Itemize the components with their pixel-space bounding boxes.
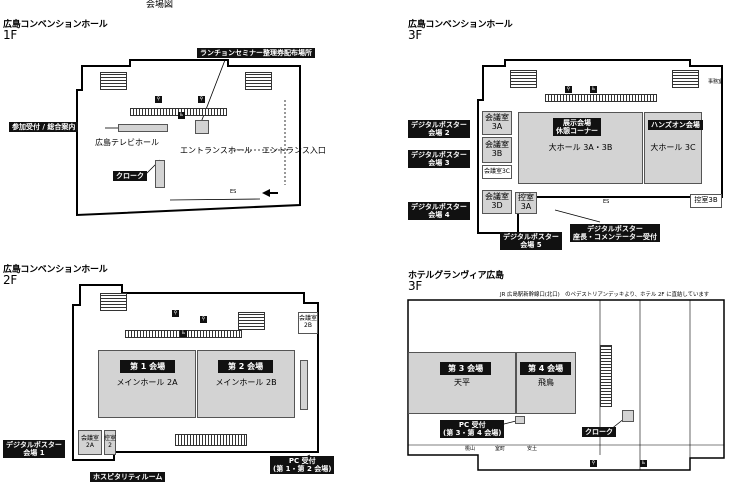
- restroom-icon: ⚲: [565, 86, 572, 93]
- restroom-icon: ⚲: [155, 96, 162, 103]
- room-azuchi: 安土: [527, 446, 538, 452]
- room-2b: 会議室 2B: [298, 312, 318, 334]
- poster-venue-1-callout: デジタルポスター 会場 1: [3, 440, 65, 459]
- poster-venue-2-callout: デジタルポスター 会場 2: [408, 120, 470, 139]
- waiting-room-2: 控室 2: [104, 430, 116, 455]
- chair-reception-callout: デジタルポスター 座長・コメンテーター受付: [570, 224, 660, 243]
- waiting-room-3a: 控室 3A: [515, 192, 537, 214]
- cloak-counter-granvia: [622, 410, 634, 422]
- pc-reception-callout-granvia: PC 受付 (第 3・第 4 会場): [440, 420, 505, 439]
- poster-venue-3-callout: デジタルポスター 会場 3: [408, 150, 470, 169]
- waiting-room-3b: 控室3B: [690, 194, 722, 208]
- stair-1f-a: [100, 72, 127, 90]
- handson-callout: ハンズオン会場: [648, 120, 703, 131]
- page-title: 会場図: [146, 0, 174, 10]
- room-3a: 会議室 3A: [482, 111, 512, 135]
- stair-3f-b: [672, 70, 699, 88]
- room-3b: 会議室 3B: [482, 137, 512, 163]
- entrance-label: エントランス入口: [262, 146, 326, 155]
- pc-reception-callout-2f: PC 受付 (第 1・第 2 会場): [270, 456, 335, 475]
- venue-4-callout: 第 4 会場: [520, 362, 572, 376]
- room-3c: 会議室3C: [482, 165, 512, 179]
- restroom-icon: ⚲: [590, 460, 597, 467]
- escalator-icon: ES: [230, 189, 237, 195]
- office-label: 事務室: [708, 79, 724, 85]
- restroom-icon: ⚲: [172, 310, 179, 317]
- tv-hall-label: 広島テレビホール: [95, 138, 159, 147]
- stair-granvia: [600, 345, 612, 407]
- entrance-hall-label: エントランスホール: [180, 146, 252, 155]
- luncheon-callout: ランチョンセミナー整理券配布場所: [197, 48, 315, 59]
- stair-2f-a: [100, 293, 127, 311]
- reception-desk: [118, 124, 168, 132]
- room-momoyama: 桃山: [465, 446, 476, 452]
- escalator-icon: ES: [603, 199, 610, 205]
- luncheon-desk: [195, 120, 209, 134]
- wall-3f: [545, 94, 657, 102]
- stair-2f-b: [238, 312, 265, 330]
- stair-1f-b: [245, 72, 272, 90]
- restroom-icon: ⚲: [198, 96, 205, 103]
- restroom-icon: ⚲: [200, 316, 207, 323]
- pc-counter-2f: [300, 360, 308, 410]
- cloak-callout-1f: クローク: [113, 171, 147, 182]
- room-3d: 会議室 3D: [482, 190, 512, 214]
- reception-callout: 参加受付 / 総合案内: [9, 122, 79, 133]
- venue-1-callout: 第 1 会場: [120, 360, 176, 374]
- poster-venue-4-callout: デジタルポスター 会場 4: [408, 202, 470, 221]
- floor-label-3f: 3F: [408, 28, 422, 42]
- cloak-callout-granvia: クローク: [582, 427, 616, 438]
- accessibility-icon: ♿: [590, 86, 597, 93]
- venue-2-callout: 第 2 会場: [218, 360, 274, 374]
- room-2a: 会議室 2A: [78, 430, 102, 455]
- venue-title-granvia: ホテルグランヴィア広島: [408, 271, 504, 281]
- venue-title-2f: 広島コンベンションホール: [3, 265, 108, 275]
- exhibit-callout: 展示会場 休憩コーナー: [553, 118, 601, 137]
- venue-3-callout: 第 3 会場: [440, 362, 492, 376]
- accessibility-icon: ♿: [178, 112, 185, 119]
- hospitality-callout: ホスピタリティルーム: [90, 472, 166, 483]
- venue-title-3f: 広島コンベンションホール: [408, 20, 513, 30]
- accessibility-icon: ♿: [180, 330, 187, 337]
- poster-venue-5-callout: デジタルポスター 会場 5: [500, 232, 562, 251]
- access-note: JR 広島駅新幹線口(北口) のペデストリアンデッキより、ホテル 2F に直結し…: [500, 292, 710, 298]
- stair-3f-a: [510, 70, 537, 88]
- room-muromachi: 室町: [495, 446, 506, 452]
- venue-title-1f: 広島コンベンションホール: [3, 20, 108, 30]
- floor-label-2f: 2F: [3, 273, 17, 287]
- cloak-counter-1f: [155, 160, 165, 188]
- floor-label-1f: 1F: [3, 28, 17, 42]
- escalator-2f: [175, 434, 247, 446]
- floor-label-granvia: 3F: [408, 279, 422, 293]
- pc-counter-granvia: [515, 416, 525, 424]
- accessibility-icon: ♿: [640, 460, 647, 467]
